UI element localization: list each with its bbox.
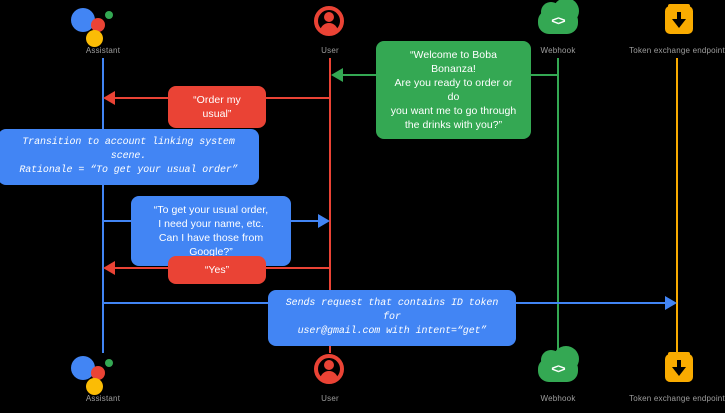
message-bubble-need-name: “To get your usual order, I need your na…: [131, 196, 291, 266]
cloud-shape: [538, 0, 579, 34]
code-brackets-glyph: < >: [551, 14, 565, 29]
code-brackets-glyph: < >: [551, 362, 565, 377]
google-assistant-icon: [43, 352, 163, 395]
lifeline-webhook: [557, 58, 559, 353]
cloud-code-icon: < >: [498, 0, 618, 44]
download-box-icon: [617, 352, 725, 392]
assistant-dot-green: [105, 11, 113, 19]
message-line: the drinks with you?”: [404, 119, 503, 131]
google-assistant-icon: [43, 4, 163, 47]
user-avatar-icon: [270, 352, 390, 392]
download-arrow-head: [672, 19, 686, 28]
actor-user-top: User: [270, 4, 390, 56]
cloud-code-icon: < >: [498, 346, 618, 392]
actor-label-token-endpoint: Token exchange endpoint: [629, 46, 725, 55]
actor-label-token-endpoint: Token exchange endpoint: [629, 394, 725, 403]
actor-webhook-bottom: < > Webhook: [498, 346, 618, 404]
message-line: Can I have those from Google?”: [158, 232, 264, 258]
arrowhead-sends-request: [665, 296, 677, 310]
assistant-dot-yellow: [86, 30, 103, 47]
actor-label-user: User: [321, 394, 339, 403]
user-body: [320, 371, 338, 380]
download-arrow-head: [672, 367, 686, 376]
actor-label-assistant: Assistant: [85, 46, 121, 55]
arrowhead-need-name: [318, 214, 330, 228]
actor-assistant-bottom: Assistant: [43, 352, 163, 404]
download-arrow-stem: [677, 360, 681, 369]
message-line: Transition to account linking system sce…: [22, 137, 235, 162]
lifeline-user: [329, 58, 331, 353]
user-body: [320, 23, 338, 32]
message-bubble-yes: “Yes”: [168, 256, 266, 284]
message-line: “Yes”: [204, 264, 230, 276]
download-arrow-stem: [677, 12, 681, 21]
arrowhead-yes: [103, 261, 115, 275]
actor-assistant-top: Assistant: [43, 4, 163, 56]
actor-label-assistant: Assistant: [85, 394, 121, 403]
lifeline-assistant: [102, 58, 104, 353]
message-line: Sends request that contains ID token for: [285, 298, 499, 323]
message-line: I need your name, etc.: [158, 218, 264, 230]
actor-label-webhook: Webhook: [540, 46, 576, 55]
user-ring: [314, 6, 344, 36]
arrowhead-order-my-usual: [103, 91, 115, 105]
user-head: [324, 12, 334, 22]
message-bubble-sends-request: Sends request that contains ID token for…: [268, 290, 516, 346]
user-head: [324, 360, 334, 370]
actor-label-user: User: [321, 46, 339, 55]
message-line: user@gmail.com with intent=“get”: [297, 326, 487, 337]
actor-webhook-top: < > Webhook: [498, 0, 618, 56]
download-box-icon: [617, 4, 725, 44]
lifeline-token-endpoint: [676, 58, 678, 353]
actor-label-webhook: Webhook: [540, 394, 576, 403]
user-ring: [314, 354, 344, 384]
actor-token-endpoint-top: Token exchange endpoint: [617, 4, 725, 55]
assistant-dot-red: [91, 18, 105, 32]
assistant-dot-green: [105, 359, 113, 367]
message-line: Rationale = “To get your usual order”: [19, 165, 238, 176]
actor-token-endpoint-bottom: Token exchange endpoint: [617, 352, 725, 403]
message-line: “Welcome to Boba Bonanza!: [410, 49, 497, 75]
cloud-shape: [538, 346, 579, 382]
user-avatar-icon: [270, 4, 390, 44]
assistant-dot-yellow: [86, 378, 103, 395]
message-bubble-order-my-usual: “Order my usual”: [168, 86, 266, 128]
message-bubble-welcome: “Welcome to Boba Bonanza! Are you ready …: [376, 41, 531, 139]
message-line: “Order my usual”: [193, 94, 241, 120]
actor-user-bottom: User: [270, 352, 390, 404]
assistant-dot-red: [91, 366, 105, 380]
message-line: you want me to go through: [390, 105, 517, 117]
message-bubble-transition-note: Transition to account linking system sce…: [0, 129, 259, 185]
message-line: “To get your usual order,: [153, 204, 269, 216]
arrowhead-welcome: [331, 68, 343, 82]
message-line: Are you ready to order or do: [394, 77, 513, 103]
